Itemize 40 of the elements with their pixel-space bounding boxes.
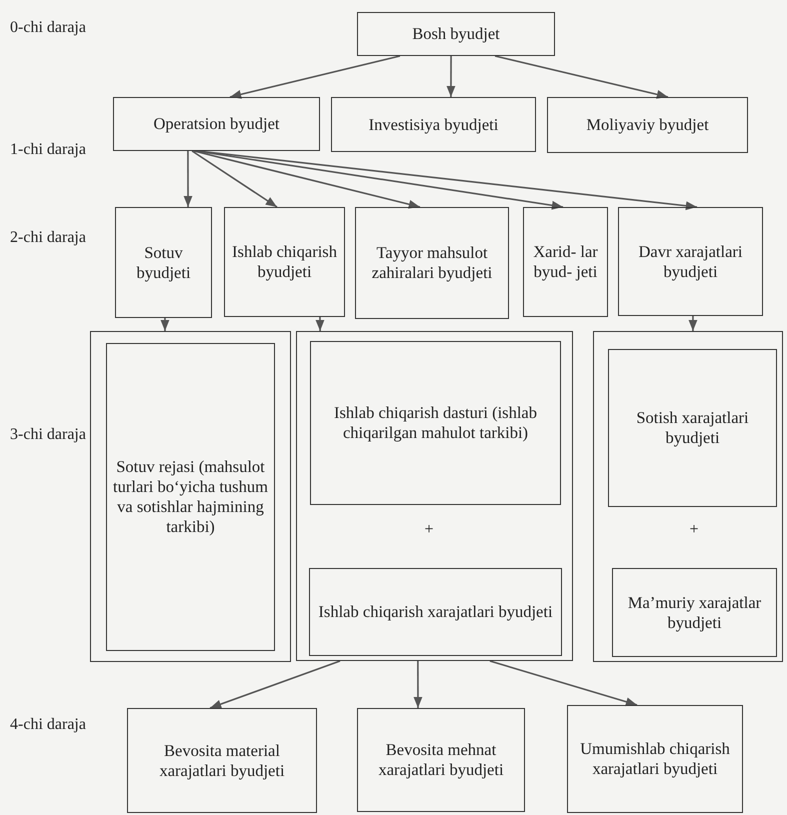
budget-box: Operatsion byudjet [113,97,320,151]
arrow [413,661,422,708]
budget-box: Davr xarajatlari byudjeti [618,207,763,316]
arrow [446,56,456,97]
budget-box: Bevosita mehnat xarajatlari byudjeti [357,708,525,812]
plus-sign: + [423,520,435,540]
arrow [194,150,420,209]
arrow [230,55,400,99]
arrow [210,660,340,709]
arrow [316,317,324,331]
budget-box: Ishlab chiqarish dasturi (ishlab chiqarilgan mahulot tarkibi) [310,341,561,505]
budget-box: Bevosita material xarajatlari byudjeti [127,708,317,813]
budget-box: Sotuv byudjeti [115,207,212,318]
level-label: 2-chi daraja [9,228,87,248]
budget-box: Umumishlab chiqarish xarajatlari byudjeti [567,705,743,813]
group-box [593,331,783,662]
plus-sign: + [688,520,700,540]
budget-box: Ma’muriy xarajatlar byudjeti [612,568,777,657]
group-box [296,331,573,661]
budget-box: Sotish xarajatlari byudjeti [608,349,777,507]
budget-box: Xarid- lar byud- jeti [523,207,608,317]
budget-box: Ishlab chiqarish xarajatlari byudjeti [309,568,562,656]
budget-box: Moliyaviy byudjet [547,97,748,153]
arrow [192,150,278,208]
level-label: 3-chi daraja [9,425,87,444]
arrow [196,150,564,210]
level-label: 0-chi daraja [9,18,87,38]
arrow [490,660,638,706]
arrow [184,151,192,207]
budget-box: Ishlab chiqarish byudjeti [224,207,345,317]
budget-box: Tayyor mahsulot zahiralari byudjeti [355,207,509,319]
arrow [688,316,698,331]
arrow [160,318,170,331]
level-label: 1-chi daraja [9,140,87,160]
budget-box: Sotuv rejasi (mahsulot turlari bo‘yicha tushum va sotishlar hajmining tarkibi) [106,343,275,651]
level-label: 4-chi daraja [9,715,87,734]
arrow [494,55,668,99]
budget-box: Bosh byudjet [357,12,555,56]
budget-box: Investisiya byudjeti [331,97,536,152]
group-box [90,331,291,662]
